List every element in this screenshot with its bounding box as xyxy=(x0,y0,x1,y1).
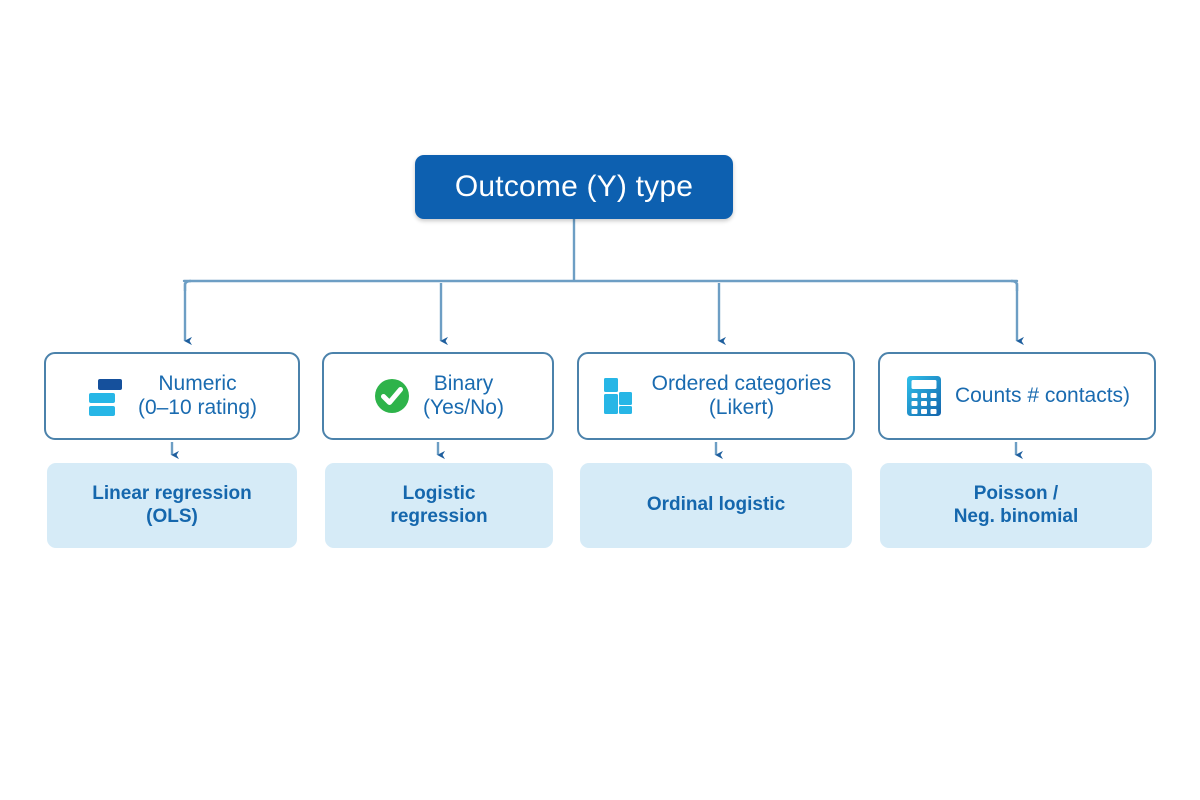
result-logistic-line2: regression xyxy=(390,505,488,527)
result-ordinal-line1: Ordinal logistic xyxy=(646,494,786,516)
card-ordered-label: Ordered categories (Likert) xyxy=(652,372,832,419)
card-numeric-subtitle: (0–10 rating) xyxy=(137,396,258,419)
root-node-outcome-type[interactable]: Outcome (Y) type xyxy=(415,155,733,219)
result-poisson-label: Poisson / Neg. binomial xyxy=(954,483,1079,529)
green-check-circle-icon xyxy=(372,375,412,417)
result-linear-line1: Linear regression xyxy=(92,482,252,504)
card-binary-label: Binary (Yes/No) xyxy=(423,372,504,419)
card-numeric-title: Numeric xyxy=(158,372,237,396)
result-logistic-regression[interactable]: Logistic regression xyxy=(325,463,553,548)
card-counts-title: Counts # contacts) xyxy=(954,384,1131,408)
result-poisson-line2: Neg. binomial xyxy=(953,505,1079,527)
card-ordered-categories[interactable]: Ordered categories (Likert) xyxy=(577,352,855,440)
root-node-label: Outcome (Y) type xyxy=(454,170,694,203)
result-linear-regression[interactable]: Linear regression (OLS) xyxy=(47,463,297,548)
card-ordered-subtitle: (Likert) xyxy=(708,396,775,419)
result-ordinal-label: Ordinal logistic xyxy=(647,494,785,517)
card-counts-label: Counts # contacts) xyxy=(955,384,1130,408)
stacked-blocks-icon xyxy=(601,375,641,417)
calculator-icon xyxy=(904,375,944,417)
card-numeric-label: Numeric (0–10 rating) xyxy=(138,372,257,419)
result-poisson-negbinomial[interactable]: Poisson / Neg. binomial xyxy=(880,463,1152,548)
result-linear-line2: (OLS) xyxy=(146,505,198,527)
result-logistic-line1: Logistic xyxy=(402,482,476,504)
result-linear-label: Linear regression (OLS) xyxy=(92,483,251,529)
result-logistic-label: Logistic regression xyxy=(390,483,487,529)
card-ordered-title: Ordered categories xyxy=(651,372,832,396)
card-binary-subtitle: (Yes/No) xyxy=(423,396,504,419)
bar-chart-icon xyxy=(87,375,127,417)
result-ordinal-logistic[interactable]: Ordinal logistic xyxy=(580,463,852,548)
card-binary-title: Binary xyxy=(433,372,494,396)
card-numeric[interactable]: Numeric (0–10 rating) xyxy=(44,352,300,440)
card-counts[interactable]: Counts # contacts) xyxy=(878,352,1156,440)
result-poisson-line1: Poisson / xyxy=(973,482,1059,504)
card-binary[interactable]: Binary (Yes/No) xyxy=(322,352,554,440)
